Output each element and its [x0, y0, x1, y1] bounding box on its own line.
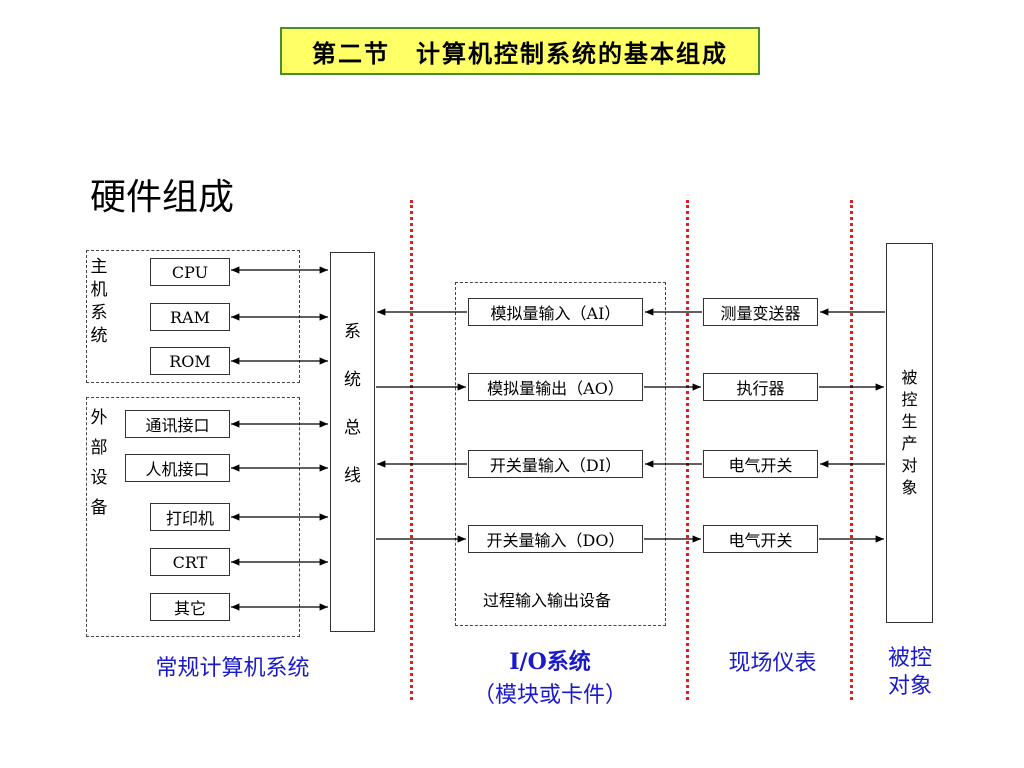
crt-box: CRT [150, 548, 230, 576]
field-transmitter: 测量变送器 [703, 298, 818, 326]
footer-field-instruments: 现场仪表 [728, 651, 817, 676]
io-module-ai: 模拟量输入（AI） [468, 298, 643, 326]
printer-box: 打印机 [150, 503, 230, 531]
io-module-ao: 模拟量输出（AO） [468, 373, 643, 401]
system-bus-label: 系统总线 [344, 322, 361, 486]
other-box: 其它 [150, 593, 230, 621]
footer-computer-system: 常规计算机系统 [155, 656, 310, 681]
footer-object-line2: 对象 [887, 674, 932, 699]
io-group-label: 过程输入输出设备 [483, 591, 612, 610]
rom-box: ROM [150, 347, 230, 375]
section-heading: 硬件组成 [90, 177, 235, 218]
slide-title: 第二节 计算机控制系统的基本组成 [280, 27, 760, 75]
system-bus: 系统总线 [330, 252, 375, 632]
footer-controlled-object: 被控 对象 [870, 645, 950, 701]
field-switch-1: 电气开关 [703, 450, 818, 478]
controlled-object-label: 被控生产对象 [901, 368, 918, 497]
footer-object-line1: 被控 [887, 646, 932, 671]
io-module-do: 开关量输入（DO） [468, 525, 643, 553]
footer-io-system: I/O系统 （模块或卡件） [450, 645, 650, 713]
ram-box: RAM [150, 303, 230, 331]
divider-1 [410, 200, 413, 700]
comm-interface-box: 通讯接口 [125, 410, 230, 438]
footer-io-line2: （模块或卡件） [472, 683, 627, 708]
hmi-interface-box: 人机接口 [125, 454, 230, 482]
divider-3 [850, 200, 853, 700]
divider-2 [686, 200, 689, 700]
controlled-object: 被控生产对象 [886, 243, 933, 623]
io-module-di: 开关量输入（DI） [468, 450, 643, 478]
field-switch-2: 电气开关 [703, 525, 818, 553]
io-devices-group [455, 282, 666, 626]
field-actuator: 执行器 [703, 373, 818, 401]
footer-io-line1: I/O系统 [509, 649, 591, 675]
host-system-label: 主机系统 [90, 257, 108, 346]
external-devices-label: 外部设备 [90, 408, 108, 518]
cpu-box: CPU [150, 258, 230, 286]
